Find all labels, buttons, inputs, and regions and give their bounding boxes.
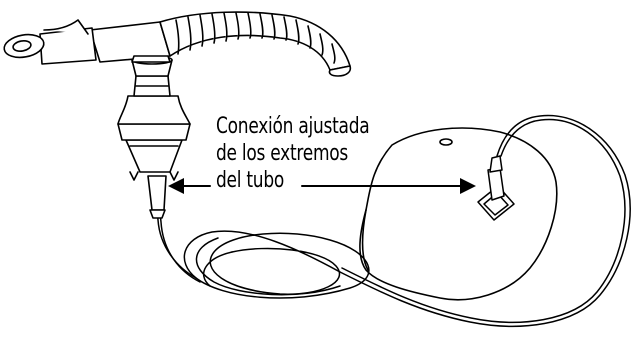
callout-line-1: Conexión ajustada	[216, 114, 370, 139]
air-tube	[156, 114, 631, 327]
callout-line-3: del tubo	[216, 168, 285, 193]
callout-line-2: de los extremos	[216, 141, 349, 166]
connection-callout: Conexión ajustada de los extremos del tu…	[216, 113, 370, 194]
mouthpiece-assembly	[3, 11, 352, 77]
nebulizer-cup	[117, 55, 191, 219]
arrow-right	[301, 178, 476, 194]
arrow-left	[168, 178, 211, 194]
compressor-unit	[359, 127, 558, 301]
compressor-port	[477, 155, 515, 221]
